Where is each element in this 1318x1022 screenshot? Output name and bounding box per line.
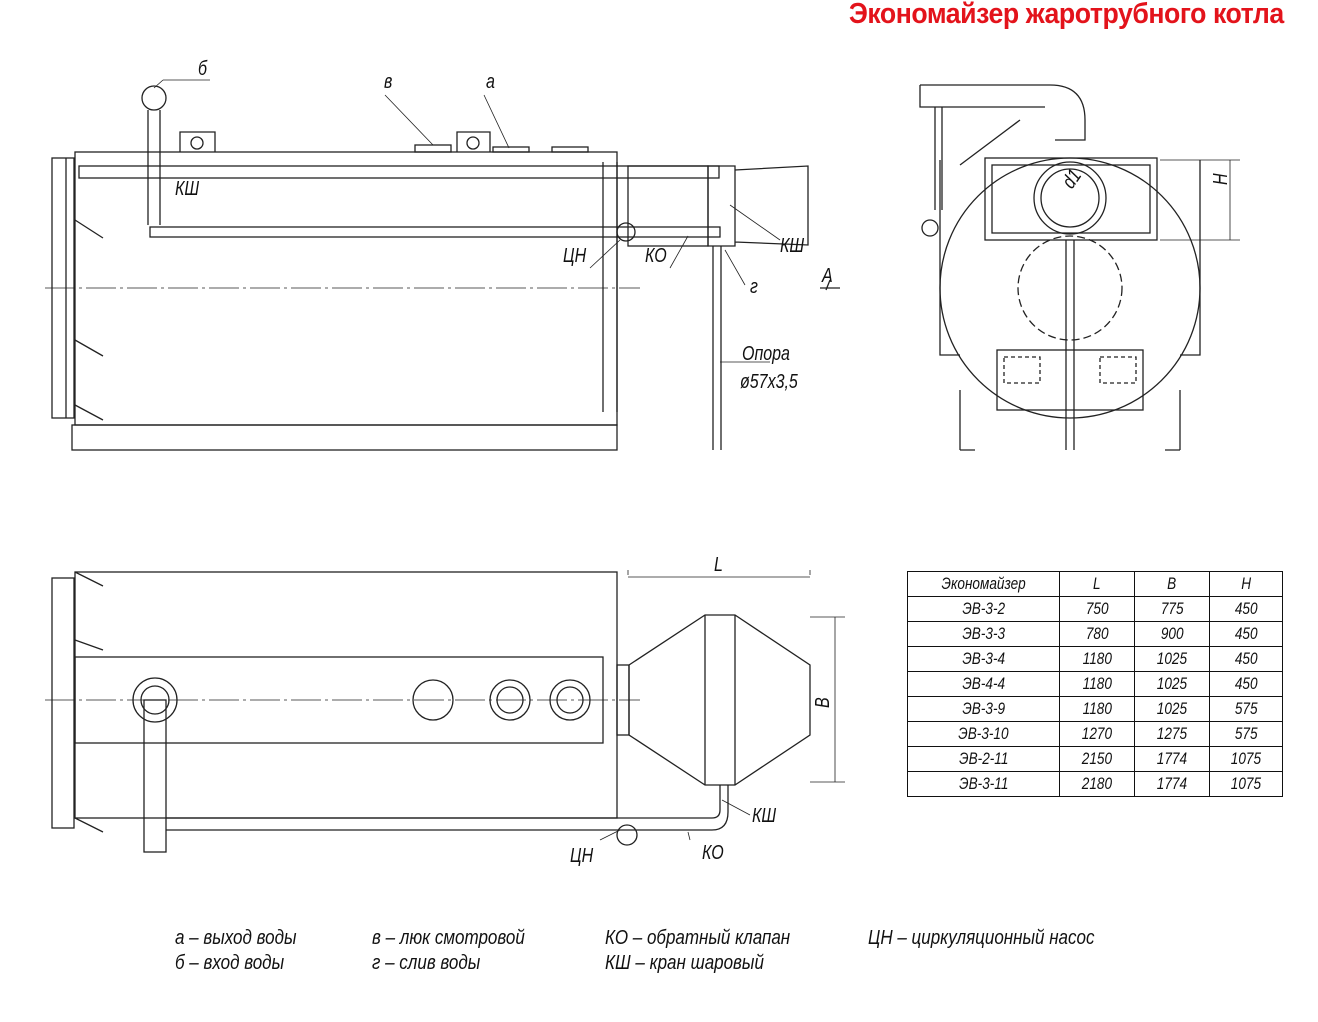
legend-item: г – слив воды (372, 952, 481, 974)
table-cell: ЭВ-3-2 (962, 599, 1005, 618)
header-L: L (1093, 574, 1101, 593)
table-cell: 1180 (1082, 699, 1112, 718)
label-b: б (198, 58, 207, 80)
table-cell: ЭВ-3-4 (962, 649, 1005, 668)
table-cell: 1075 (1230, 774, 1262, 793)
table-cell: 1275 (1156, 724, 1188, 743)
table-cell: 2180 (1081, 774, 1113, 793)
legend-item: КО – обратный клапан (605, 927, 791, 949)
label-ko-top: КО (702, 842, 724, 864)
legend-col-4: ЦН – циркуляционный насос (868, 926, 1094, 951)
table-row: ЭВ-3-10 1270 1275 575 (907, 721, 1283, 747)
label-a: а (486, 71, 495, 93)
table-row: ЭВ-3-9 1180 1025 575 (907, 696, 1283, 722)
header-B: B (1167, 574, 1177, 593)
label-opora-size: ø57х3,5 (740, 371, 798, 393)
legend-col-3: КО – обратный клапан КШ – кран шаровый (605, 926, 790, 976)
legend-item: б – вход воды (175, 952, 285, 974)
legend-col-2: в – люк смотровой г – слив воды (372, 926, 525, 976)
header-model: Экономайзер (941, 574, 1026, 593)
legend-item: в – люк смотровой (372, 927, 525, 949)
label-opora: Опора (742, 343, 790, 365)
table-cell: 750 (1085, 599, 1109, 618)
table-row: ЭВ-3-11 2180 1774 1075 (907, 771, 1283, 797)
table-row: ЭВ-3-3 780 900 450 (907, 621, 1283, 647)
front-view (919, 84, 1240, 451)
label-L: L (714, 554, 723, 576)
table-cell: ЭВ-3-11 (958, 774, 1009, 793)
label-ksh-side: КШ (175, 178, 200, 200)
table-cell: 900 (1160, 624, 1184, 643)
table-cell: 450 (1234, 624, 1258, 643)
table-cell: ЭВ-2-11 (958, 749, 1009, 768)
table-cell: 450 (1234, 649, 1258, 668)
legend-col-1: а – выход воды б – вход воды (175, 926, 296, 976)
legend-item: а – выход воды (175, 927, 297, 949)
table-cell: 1774 (1156, 749, 1188, 768)
table-cell: 450 (1234, 674, 1258, 693)
table-header-row: Экономайзер L B H (907, 571, 1283, 597)
table-cell: ЭВ-3-3 (962, 624, 1005, 643)
label-g: г (750, 276, 758, 298)
side-view (45, 79, 840, 451)
table-cell: 575 (1234, 699, 1258, 718)
label-v: в (384, 71, 393, 93)
table-cell: ЭВ-3-9 (962, 699, 1005, 718)
table-cell: 1180 (1082, 674, 1112, 693)
table-cell: 1774 (1156, 774, 1188, 793)
label-cn-side: ЦН (563, 245, 587, 267)
table-row: ЭВ-3-2 750 775 450 (907, 596, 1283, 622)
table-cell: 2150 (1081, 749, 1113, 768)
label-cn-top: ЦН (570, 845, 594, 867)
table-cell: 1180 (1082, 649, 1112, 668)
top-view (45, 570, 845, 853)
header-H: H (1241, 574, 1251, 593)
table-cell: 575 (1234, 724, 1258, 743)
label-B: B (812, 697, 834, 708)
label-ksh-top: КШ (752, 805, 777, 827)
page-title: Экономайзер жаротрубного котла (849, 0, 1284, 30)
legend-item: КШ – кран шаровый (605, 952, 764, 974)
table-row: ЭВ-4-4 1180 1025 450 (907, 671, 1283, 697)
table-cell: 1025 (1156, 649, 1188, 668)
table-cell: 1025 (1156, 699, 1188, 718)
table-cell: 780 (1085, 624, 1109, 643)
table-row: ЭВ-3-4 1180 1025 450 (907, 646, 1283, 672)
label-ko-side: КО (645, 245, 667, 267)
table-cell: 450 (1234, 599, 1258, 618)
table-cell: ЭВ-4-4 (962, 674, 1005, 693)
table-cell: 1025 (1156, 674, 1188, 693)
table-row: ЭВ-2-11 2150 1774 1075 (907, 746, 1283, 772)
table-cell: 775 (1160, 599, 1184, 618)
table-cell: ЭВ-3-10 (958, 724, 1009, 743)
label-H: H (1210, 173, 1232, 185)
label-ksh-right: КШ (780, 235, 805, 257)
table-cell: 1270 (1081, 724, 1113, 743)
legend-item: ЦН – циркуляционный насос (868, 927, 1095, 949)
label-view-a: А (822, 265, 833, 287)
table-cell: 1075 (1230, 749, 1262, 768)
